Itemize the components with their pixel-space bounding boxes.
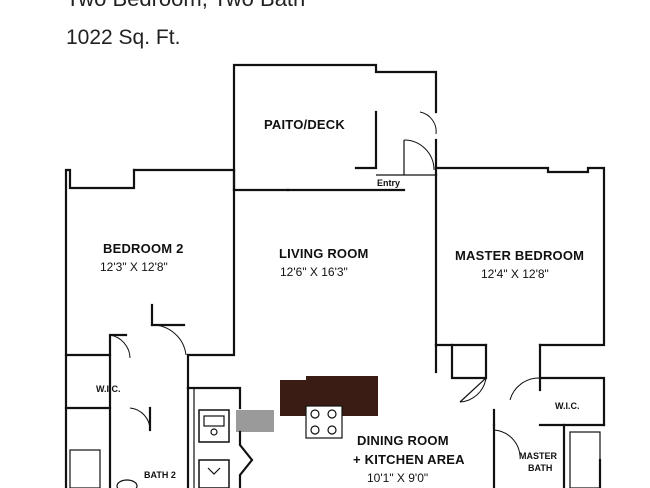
wic-right-label: W.I.C.: [555, 401, 580, 411]
bath2-label: BATH 2: [144, 470, 176, 480]
patio-door: [403, 111, 437, 175]
bedroom2-label: BEDROOM 2: [103, 241, 184, 256]
dining-label-1: DINING ROOM: [357, 433, 449, 448]
master-bath-label-1: MASTER: [519, 451, 558, 461]
bedroom2-dims: 12'3" X 12'8": [100, 260, 168, 274]
living-dims: 12'6" X 16'3": [280, 265, 348, 279]
living-label: LIVING ROOM: [279, 246, 369, 261]
living-walls: [186, 173, 438, 410]
dining-dims: 10'1" X 9'0": [367, 471, 428, 485]
wic-left-label: W.I.C.: [96, 384, 121, 394]
kitchen-counter: [280, 376, 378, 416]
master-closet-bath: [492, 343, 606, 488]
wic-left-walls: [64, 333, 151, 488]
bath2-walls: [69, 386, 190, 488]
master-label: MASTER BEDROOM: [455, 248, 584, 263]
master-dims: 12'4" X 12'8": [481, 267, 549, 281]
entry-label: Entry: [377, 178, 400, 188]
stove: [305, 405, 343, 439]
sink-counter: [236, 410, 274, 432]
plan-title: Two Bedroom, Two Bath: [66, 0, 305, 12]
bedroom2-door: [151, 324, 187, 356]
plan-area: 1022 Sq. Ft.: [66, 26, 181, 49]
master-bath-label-2: BATH: [528, 463, 552, 473]
master-walls: [434, 166, 606, 403]
patio-label: PAITO/DECK: [264, 117, 345, 132]
kitchen: [193, 376, 378, 488]
dining-label-2: + KITCHEN AREA: [353, 452, 465, 467]
